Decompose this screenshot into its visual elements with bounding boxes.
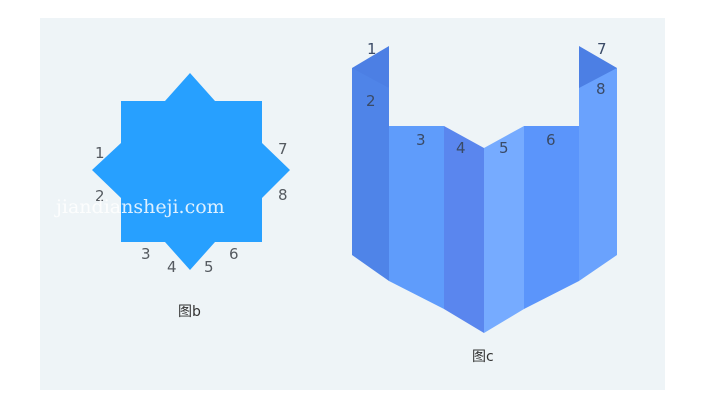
c-panel-1 bbox=[352, 68, 389, 281]
b-label-3: 3 bbox=[141, 245, 151, 263]
b-label-8: 8 bbox=[278, 186, 288, 204]
figure-c: 1 2 3 4 5 6 7 8 图c bbox=[352, 40, 617, 365]
b-label-1: 1 bbox=[95, 144, 105, 162]
c-panel-6 bbox=[524, 126, 579, 309]
c-label-3: 3 bbox=[416, 131, 426, 149]
c-label-7: 7 bbox=[597, 40, 607, 58]
c-panel-3 bbox=[389, 126, 444, 309]
c-label-1: 1 bbox=[367, 40, 377, 58]
star-shape bbox=[92, 73, 290, 270]
b-label-5: 5 bbox=[204, 258, 214, 276]
c-label-8: 8 bbox=[596, 80, 606, 98]
c-label-4: 4 bbox=[456, 139, 466, 157]
b-label-6: 6 bbox=[229, 245, 239, 263]
c-label-2: 2 bbox=[366, 92, 376, 110]
c-label-5: 5 bbox=[499, 139, 509, 157]
figure-b-caption: 图b bbox=[178, 304, 201, 320]
c-label-6: 6 bbox=[546, 131, 556, 149]
watermark: jiandiansheji.com bbox=[54, 196, 225, 218]
b-label-4: 4 bbox=[167, 258, 177, 276]
c-panel-4 bbox=[444, 126, 484, 333]
c-panel-5 bbox=[484, 126, 524, 333]
figure-b: 1 2 3 4 5 6 7 8 图b bbox=[92, 73, 290, 320]
c-panel-7 bbox=[579, 68, 617, 281]
b-label-7: 7 bbox=[278, 140, 288, 158]
b-label-2: 2 bbox=[95, 187, 105, 205]
figure-c-caption: 图c bbox=[472, 349, 494, 365]
